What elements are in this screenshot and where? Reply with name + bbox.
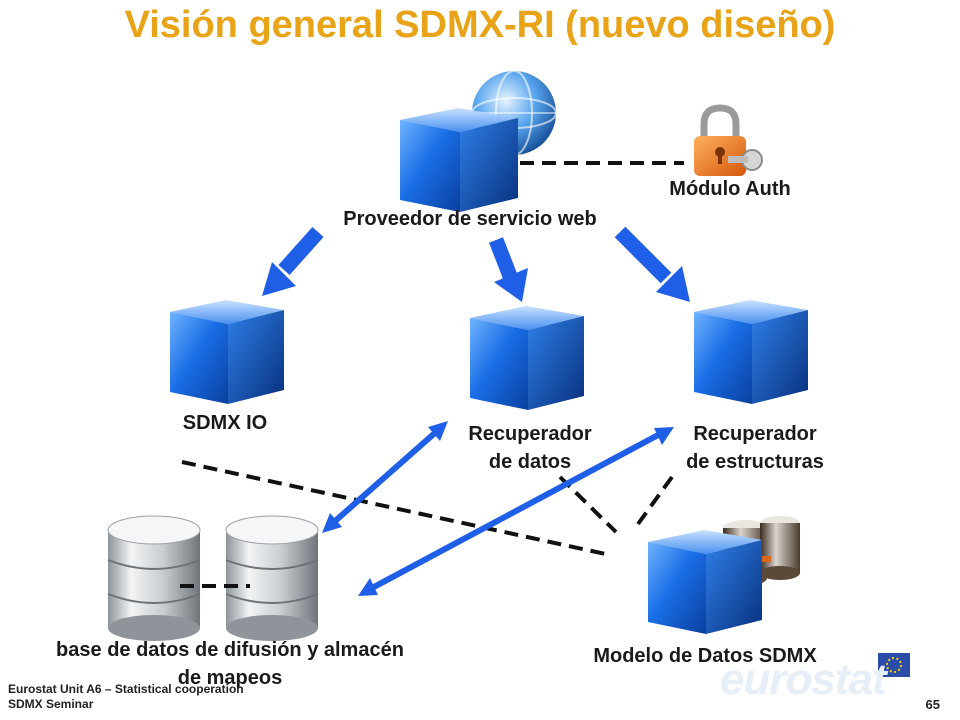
data-retriever-model-connector	[558, 475, 618, 534]
dissemination-database-icon	[107, 515, 201, 641]
data-retriever-label-line1: Recuperador	[468, 423, 592, 445]
arrow-to-data-retriever	[489, 237, 528, 302]
footer-line2: SDMX Seminar	[8, 697, 94, 711]
data-retriever-label: Recuperador de datos	[440, 420, 620, 476]
dashed-connectors	[180, 161, 684, 588]
structure-retriever-model-connector	[636, 475, 674, 526]
footer-line1: Eurostat Unit A6 – Statistical cooperati…	[8, 682, 244, 696]
data-retriever-label-line2: de datos	[488, 451, 572, 473]
auth-module-label: Módulo Auth	[669, 178, 791, 200]
eurostat-logo: eurostat	[720, 655, 887, 704]
sdmx-io-model-connector	[181, 460, 611, 557]
mapping-store-database-icon	[225, 515, 319, 641]
structure-retriever-label-line1: Recuperador	[693, 423, 817, 445]
slide-title: Visión general SDMX-RI (nuevo diseño)	[124, 4, 836, 46]
databases-label-line1: base de datos de difusión y almacén	[56, 639, 404, 661]
sdmx-io-cube-icon	[170, 300, 284, 404]
databases-label: base de datos de difusión y almacén de m…	[0, 636, 460, 692]
footer: Eurostat Unit A6 – Statistical cooperati…	[8, 682, 244, 712]
sdmx-model-cube-icon	[648, 530, 762, 634]
data-retriever-cube-icon	[470, 306, 584, 410]
structure-retriever-label: Recuperador de estructuras	[650, 420, 860, 476]
padlock-key-icon	[694, 104, 763, 176]
eu-flag-icon	[878, 653, 910, 677]
page-number: 65	[925, 697, 940, 712]
arrow-data-retriever-database	[322, 421, 448, 533]
web-service-cube-icon	[400, 108, 518, 212]
arrow-structure-retriever-database	[358, 427, 674, 596]
arrow-to-sdmx-io	[262, 226, 324, 296]
structure-retriever-cube-icon	[694, 300, 808, 404]
web-service-label: Proveedor de servicio web	[343, 208, 597, 230]
structure-retriever-label-line2: de estructuras	[686, 451, 824, 473]
sdmx-io-label: SDMX IO	[182, 412, 268, 434]
sdmx-model-label: Modelo de Datos SDMX	[593, 645, 817, 667]
databases-label-line2: de mapeos	[177, 667, 283, 689]
arrow-to-structure-retriever	[614, 226, 690, 302]
